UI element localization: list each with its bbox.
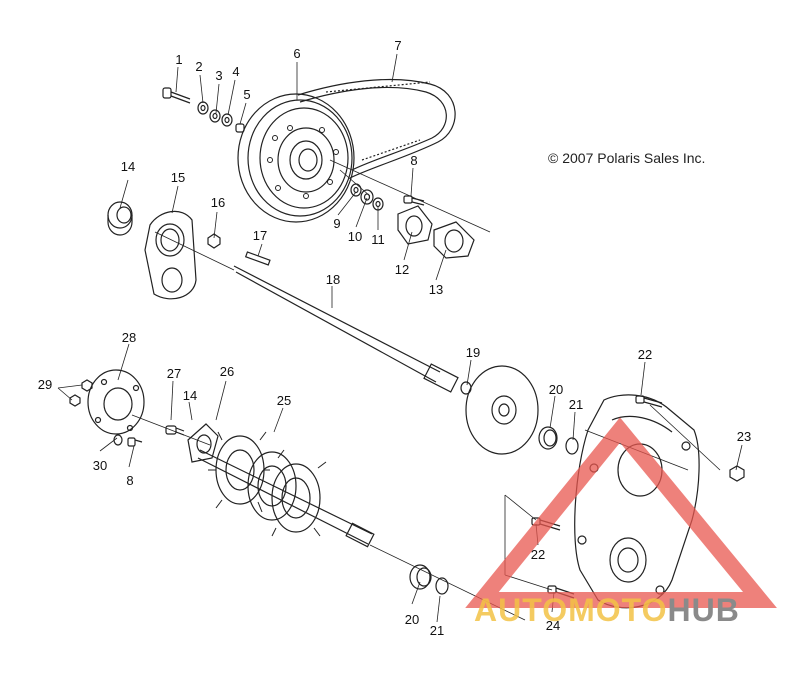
- callout-22: 22: [637, 347, 653, 362]
- bearing-part-14-upper: [107, 201, 133, 236]
- bolt-part-22-upper: [635, 395, 663, 408]
- callout-19: 19: [465, 345, 481, 360]
- bearing-part-26: [187, 423, 219, 463]
- nut-part-23: [729, 465, 745, 482]
- callout-21: 21: [568, 397, 584, 412]
- callout-27: 27: [166, 366, 182, 381]
- drive-shaft-part-25: [197, 431, 375, 548]
- callout-15: 15: [170, 170, 186, 185]
- callout-26: 26: [219, 364, 235, 379]
- watermark-text-part-1: AUTOMOTO: [474, 592, 668, 628]
- copyright-notice: © 2007 Polaris Sales Inc.: [548, 150, 706, 166]
- callout-16: 16: [210, 195, 226, 210]
- washer-part-30: [113, 434, 123, 446]
- callout-20: 20: [548, 382, 564, 397]
- callout-11: 11: [371, 232, 385, 247]
- watermark-warning-triangle-icon: [465, 417, 777, 608]
- callout-12: 12: [394, 262, 410, 277]
- callout-8: 8: [410, 153, 418, 168]
- washer-stack-parts-2-5: [197, 101, 245, 133]
- drive-belt-part-7: [297, 78, 456, 179]
- callout-14: 14: [120, 159, 136, 174]
- callout-22-lower: 22: [530, 547, 546, 562]
- watermark-logo-text: AUTOMOTOHUB: [474, 592, 740, 629]
- bolt-part-27: [165, 425, 185, 436]
- callout-13: 13: [428, 282, 444, 297]
- callout-7: 7: [394, 38, 402, 53]
- callout-14-lower: 14: [182, 388, 198, 403]
- key-part-17: [244, 251, 271, 266]
- bracket-part-13: [433, 221, 475, 259]
- callout-18: 18: [325, 272, 341, 287]
- callout-20-lower: 20: [404, 612, 420, 627]
- callout-1: 1: [175, 52, 183, 67]
- callout-5: 5: [243, 87, 251, 102]
- callout-30: 30: [92, 458, 108, 473]
- washers-parts-9-11: [350, 183, 384, 211]
- brake-disc: [465, 365, 539, 455]
- callout-25: 25: [276, 393, 292, 408]
- ring-part-21-lower: [435, 577, 449, 595]
- callout-9: 9: [333, 216, 341, 231]
- bearing-part-20-lower: [409, 564, 432, 590]
- bearing-part-20-upper: [538, 426, 558, 450]
- bolt-part-8-lower: [127, 437, 143, 447]
- bearing-plate-part-15: [144, 210, 197, 300]
- bolt-part-8-upper: [403, 195, 425, 206]
- callout-10: 10: [347, 229, 363, 244]
- callout-2: 2: [195, 59, 203, 74]
- callout-23: 23: [736, 429, 752, 444]
- callout-3: 3: [215, 68, 223, 83]
- callout-21-lower: 21: [429, 623, 445, 638]
- callout-6: 6: [293, 46, 301, 61]
- callout-24: 24: [545, 618, 561, 633]
- track-sprocket-3: [271, 463, 321, 533]
- nut-part-16: [207, 233, 221, 249]
- jackshaft-part-18: [233, 265, 459, 393]
- track-sprocket-2: [247, 451, 297, 521]
- leader-lines: [57, 53, 743, 623]
- drive-clutch-part-6: [237, 93, 355, 223]
- callout-29: 29: [37, 377, 53, 392]
- nuts-part-29: [69, 379, 93, 407]
- bolt-part-1: [162, 87, 191, 104]
- callout-4: 4: [232, 64, 240, 79]
- watermark-text-part-2: HUB: [667, 592, 740, 628]
- callout-8-lower: 8: [126, 473, 134, 488]
- ring-part-21-upper: [565, 437, 579, 455]
- callout-17: 17: [252, 228, 268, 243]
- flange-plate-part-28: [87, 369, 145, 435]
- callout-28: 28: [121, 330, 137, 345]
- bracket-part-12: [397, 205, 433, 245]
